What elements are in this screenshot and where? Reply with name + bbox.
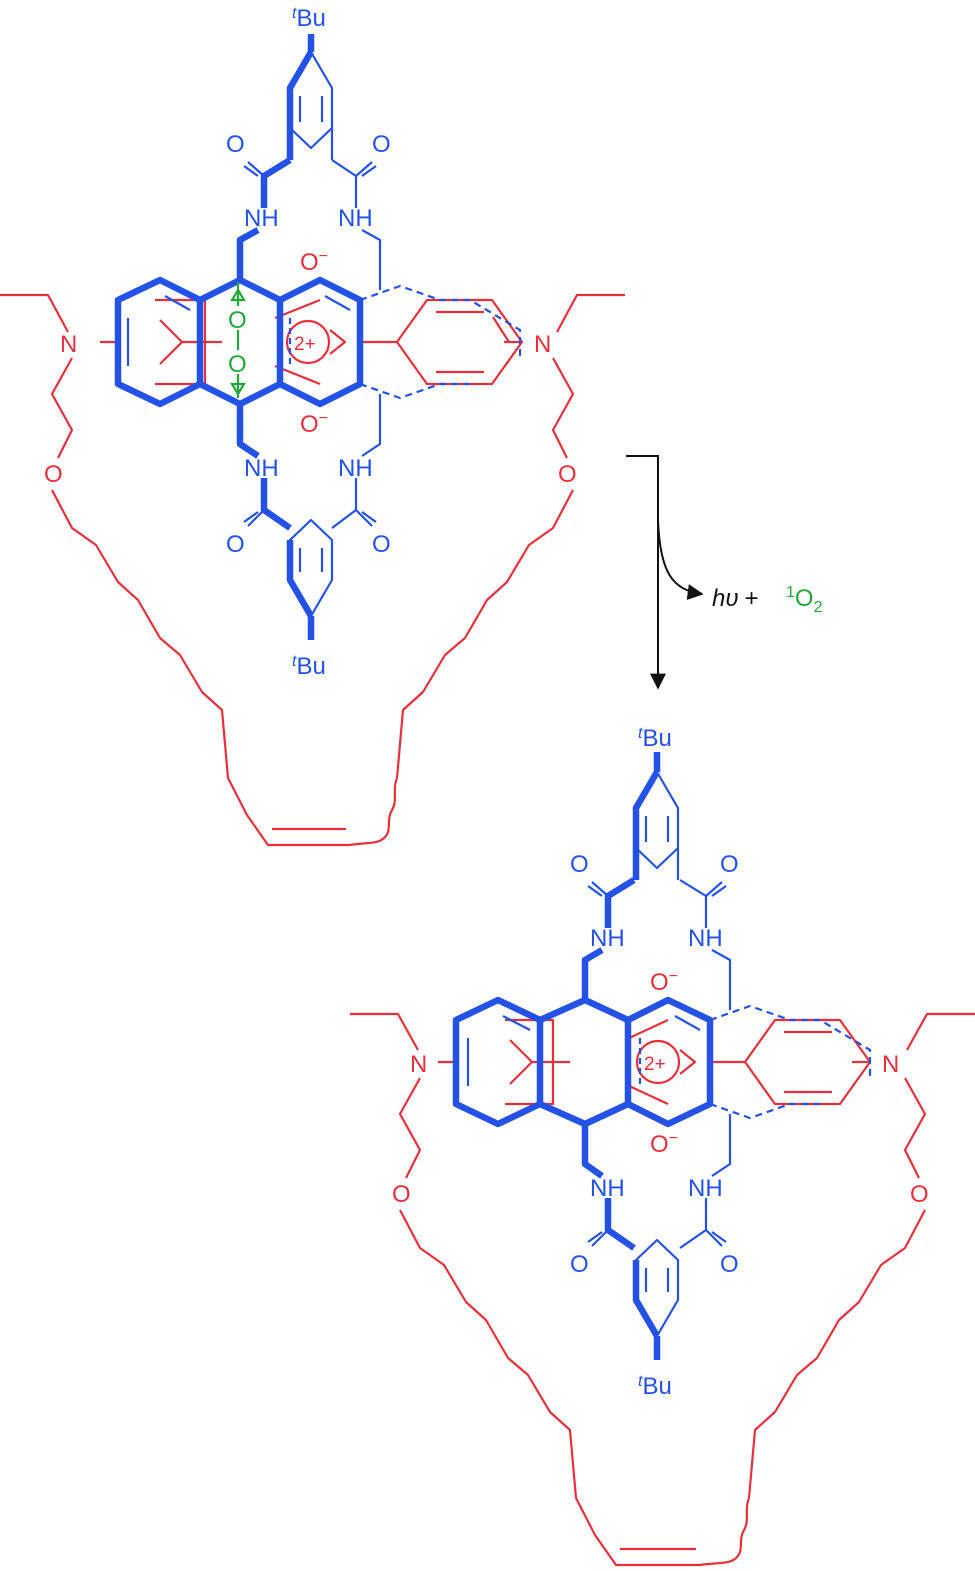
tbu-top-1: tBu — [292, 5, 326, 32]
peroxide-o-2: O — [228, 351, 247, 378]
carbonyl-o-1: O — [226, 131, 245, 158]
oxide-o-3: O− — [650, 968, 678, 996]
ether-o-4: O — [910, 1181, 929, 1208]
dication-charge-1: 2+ — [294, 334, 316, 355]
rotaxane-endoperoxide: tBu O O NH NH O− O O 2+ N N O− NH NH O O… — [0, 5, 625, 847]
rotaxane-anthracene: tBu O O NH NH O− 2+ N N O− NH NH O O O O… — [350, 725, 975, 1567]
carbonyl-o-6: O — [720, 851, 739, 878]
axle-top — [0, 293, 625, 847]
amide-nh-7: NH — [590, 1175, 625, 1202]
carbonyl-o-5: O — [570, 851, 589, 878]
amide-nh-2: NH — [338, 205, 373, 232]
amide-nh-6: NH — [688, 925, 723, 952]
carbonyl-o-2: O — [372, 131, 391, 158]
ether-o-3: O — [392, 1181, 411, 1208]
macrocycle-top — [114, 34, 522, 640]
amine-n-4: N — [882, 1051, 899, 1078]
labels-bottom: tBu O O NH NH O− 2+ N N O− NH NH O O O O… — [392, 725, 929, 1400]
dication-charge-2: 2+ — [644, 1054, 666, 1075]
peroxide-bridge — [230, 282, 246, 398]
labels-top: tBu O O NH NH O− O O 2+ N N O− NH NH O O… — [44, 5, 577, 680]
reaction-arrow — [626, 455, 704, 690]
oxide-o-2: O− — [300, 410, 328, 438]
amine-n-1: N — [60, 331, 77, 358]
amide-nh-1: NH — [244, 205, 279, 232]
carbonyl-o-8: O — [720, 1251, 739, 1278]
tbu-top-2: tBu — [292, 653, 326, 680]
peroxide-o-1: O — [228, 307, 247, 334]
tbu-bottom-2: tBu — [638, 1373, 672, 1400]
carbonyl-o-7: O — [570, 1251, 589, 1278]
amine-n-3: N — [410, 1051, 427, 1078]
singlet-oxygen-label: 1O2 — [786, 584, 823, 616]
axle-bottom — [350, 1012, 975, 1567]
amide-nh-5: NH — [590, 925, 625, 952]
reaction-products-label: hυ+ 1O2 — [712, 584, 823, 616]
amide-nh-3: NH — [244, 455, 279, 482]
tbu-bottom-1: tBu — [638, 725, 672, 752]
carbonyl-o-4: O — [372, 531, 391, 558]
hv-label: hυ+ — [712, 585, 759, 612]
ether-o-1: O — [44, 461, 63, 488]
oxide-o-4: O− — [650, 1130, 678, 1158]
ether-o-2: O — [558, 461, 577, 488]
carbonyl-o-3: O — [226, 531, 245, 558]
oxide-o-1: O− — [300, 248, 328, 276]
amine-n-2: N — [534, 331, 551, 358]
macrocycle-bottom — [452, 752, 872, 1360]
amide-nh-4: NH — [338, 455, 373, 482]
amide-nh-8: NH — [688, 1175, 723, 1202]
